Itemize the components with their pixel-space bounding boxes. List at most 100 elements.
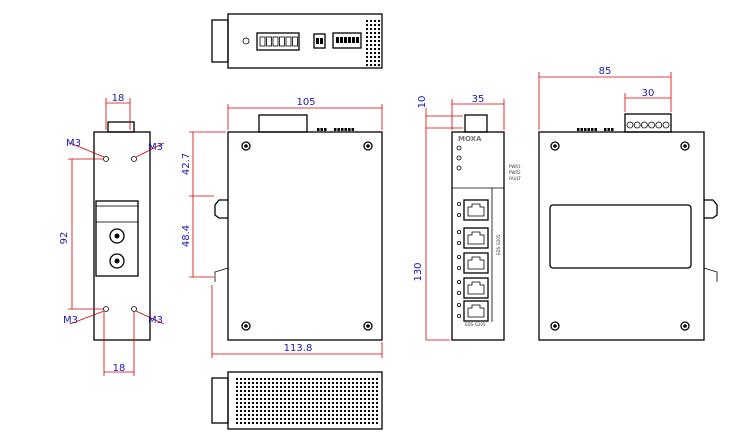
vent-hole — [366, 28, 368, 30]
vent-hole — [324, 398, 326, 400]
vent-hole — [292, 382, 294, 384]
vent-hole — [244, 402, 246, 404]
vent-slot — [324, 128, 327, 131]
ethernet-ports — [456, 199, 489, 322]
terminal-screw — [648, 121, 655, 129]
vent-hole — [316, 422, 318, 424]
front-view — [214, 114, 383, 341]
vent-hole — [292, 378, 294, 380]
vent-hole — [348, 398, 350, 400]
vent-hole — [264, 410, 266, 412]
vent-hole — [356, 406, 358, 408]
port-led — [456, 313, 461, 318]
vent-hole — [378, 64, 380, 66]
vent-hole — [304, 406, 306, 408]
vent-hole — [248, 402, 250, 404]
vent-hole — [256, 378, 258, 380]
ethernet-port — [463, 252, 489, 274]
vent-hole — [304, 414, 306, 416]
vent-hole — [280, 378, 282, 380]
dim-panel-offset: 10 — [417, 96, 428, 109]
vent-hole — [240, 406, 242, 408]
vent-hole — [268, 398, 270, 400]
vent-hole — [296, 422, 298, 424]
vent-hole — [260, 410, 262, 412]
vent-hole — [372, 414, 374, 416]
vent-hole — [352, 398, 354, 400]
vent-hole — [236, 386, 238, 388]
vent-hole — [340, 378, 342, 380]
vent-hole — [372, 386, 374, 388]
model-label: EDS-G205 — [465, 322, 486, 327]
vent-hole — [300, 394, 302, 396]
vent-hole — [324, 394, 326, 396]
dim-rear-width: 85 — [599, 66, 612, 77]
vent-hole — [360, 382, 362, 384]
vent-hole — [284, 410, 286, 412]
vent-hole — [364, 402, 366, 404]
vent-hole — [340, 390, 342, 392]
vent-hole — [324, 390, 326, 392]
vent-hole — [304, 398, 306, 400]
dim-front-width: 105 — [296, 97, 315, 108]
vent-hole — [368, 414, 370, 416]
vent-hole — [316, 394, 318, 396]
vent-hole — [352, 418, 354, 420]
vent-hole — [368, 410, 370, 412]
vent-hole — [244, 406, 246, 408]
vent-hole — [336, 382, 338, 384]
vent-hole — [236, 406, 238, 408]
vent-slot — [317, 128, 320, 131]
terminal-screw — [292, 36, 298, 47]
vent-hole — [240, 382, 242, 384]
vent-hole — [332, 386, 334, 388]
vent-hole — [268, 418, 270, 420]
vent-hole — [344, 402, 346, 404]
vent-hole — [288, 378, 290, 380]
vent-hole — [332, 382, 334, 384]
vent-hole — [264, 398, 266, 400]
vent-hole — [260, 402, 262, 404]
vent-hole — [364, 382, 366, 384]
port-led — [456, 229, 461, 234]
vent-hole — [280, 398, 282, 400]
vent-hole — [316, 390, 318, 392]
vent-hole — [348, 402, 350, 404]
vent-hole — [340, 406, 342, 408]
vent-hole — [256, 422, 258, 424]
vent-hole — [340, 398, 342, 400]
vent-hole — [336, 378, 338, 380]
vent-hole — [356, 390, 358, 392]
vent-hole — [308, 378, 310, 380]
vent-hole — [336, 398, 338, 400]
vent-hole — [252, 398, 254, 400]
vent-hole — [276, 382, 278, 384]
panel-dimensions — [425, 99, 505, 341]
vent-hole — [348, 378, 350, 380]
vent-hole — [336, 386, 338, 388]
vent-hole — [324, 382, 326, 384]
port-led — [456, 240, 461, 245]
vent-hole — [378, 20, 380, 22]
vent-hole — [336, 402, 338, 404]
vent-hole — [316, 382, 318, 384]
vent-hole — [376, 382, 378, 384]
vent-hole — [340, 382, 342, 384]
dip-switch — [356, 37, 359, 43]
vent-hole — [360, 394, 362, 396]
vent-hole — [374, 56, 376, 58]
vent-hole — [356, 382, 358, 384]
vent-hole — [340, 402, 342, 404]
vent-hole — [320, 378, 322, 380]
vent-hole — [378, 48, 380, 50]
vent-hole — [340, 414, 342, 416]
vent-hole — [360, 398, 362, 400]
vent-hole — [292, 394, 294, 396]
vent-hole — [312, 398, 314, 400]
vent-hole — [280, 410, 282, 412]
vent-hole — [366, 36, 368, 38]
vent-hole — [370, 24, 372, 26]
vent-hole — [328, 422, 330, 424]
vent-hole — [344, 410, 346, 412]
vent-hole — [324, 386, 326, 388]
